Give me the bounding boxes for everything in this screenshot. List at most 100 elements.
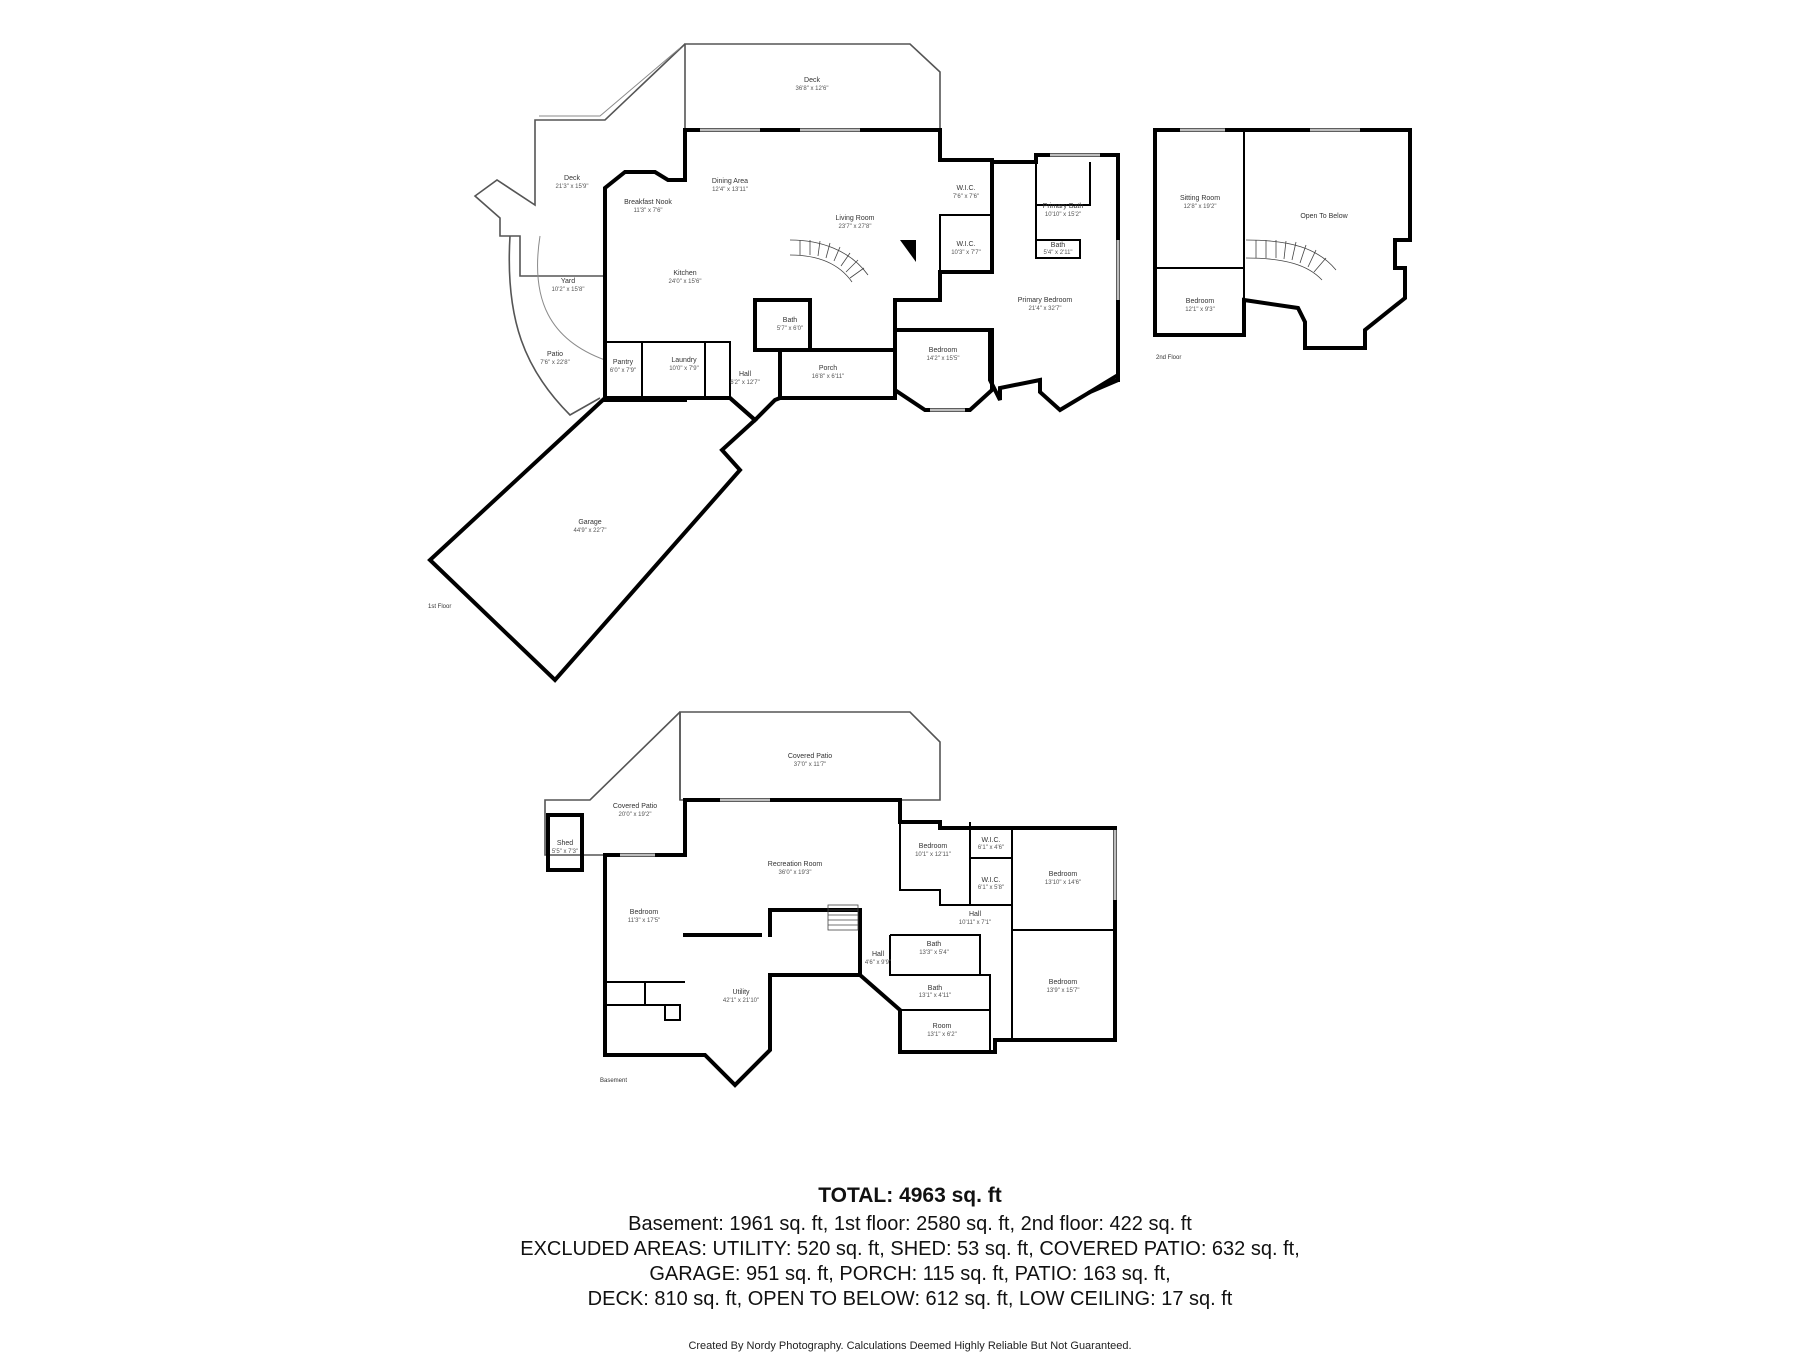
deck-rail [539, 47, 681, 117]
room-label: Porch [819, 365, 837, 372]
room-dim: 42'1" x 21'10" [723, 998, 759, 1004]
fireplace-icon [900, 240, 916, 262]
room-label: Room [933, 1023, 952, 1030]
bedroom-octagon-wall [893, 328, 994, 412]
stair-icon [1245, 239, 1337, 281]
room-dim: 14'2" x 15'5" [927, 356, 960, 362]
room-dim: 37'0" x 11'7" [794, 762, 826, 768]
room-label: Laundry [671, 357, 697, 364]
room-label: Bath [928, 985, 943, 992]
room-label: Bedroom [919, 843, 948, 850]
room-label: Primary Bath [1043, 203, 1084, 210]
room-dim: 13'10" x 14'6" [1045, 880, 1081, 886]
wic-wall [970, 827, 1013, 906]
porch-wall [778, 348, 897, 400]
room-dim: 10'3" x 7'7" [951, 250, 981, 256]
room-dim: 12'1" x 9'3" [1185, 307, 1215, 313]
room-dim: 7'6" x 7'6" [953, 194, 979, 200]
room-dim: 12'4" x 13'11" [712, 187, 748, 193]
room-label: Kitchen [673, 270, 696, 277]
excluded-areas-3: DECK: 810 sq. ft, OPEN TO BELOW: 612 sq.… [587, 1288, 1233, 1310]
room-dim: 23'7" x 27'8" [839, 224, 872, 230]
second-floor-exterior-wall [1153, 128, 1412, 350]
room-dim: 21'3" x 15'9" [556, 184, 589, 190]
room-label: Bath [927, 941, 942, 948]
room-label: Shed [557, 840, 573, 847]
room-label: Covered Patio [613, 803, 657, 810]
room-dim: 5'5" x 7'3" [552, 849, 578, 855]
floor-label-second: 2nd Floor [1156, 355, 1181, 361]
room-dim: 6'1" x 5'8" [978, 885, 1004, 891]
first-floor: Deck 36'8" x 12'6" Deck 21'3" x 15'9" Di… [427, 43, 1120, 683]
stair-icon [789, 239, 869, 283]
room-label: Living Room [836, 215, 875, 222]
first-floor-exterior-wall [683, 128, 1120, 413]
room-dim: 6'2" x 12'7" [730, 380, 760, 386]
floor-label-basement: Basement [600, 1078, 627, 1084]
first-floor-labels: Deck 36'8" x 12'6" Deck 21'3" x 15'9" Di… [540, 77, 1083, 534]
deck-outline-upper [684, 43, 941, 131]
room-dim: 13'1" x 6'2" [927, 1032, 957, 1038]
excluded-areas-1: EXCLUDED AREAS: UTILITY: 520 sq. ft, SHE… [520, 1238, 1300, 1260]
kitchen-west-wall [603, 128, 687, 402]
room-dim: 10'2" x 15'8" [552, 287, 585, 293]
bath-small-wall [1035, 205, 1081, 259]
yard-outline [537, 235, 606, 361]
credit-line: Created By Nordy Photography. Calculatio… [688, 1340, 1132, 1352]
room-label: Deck [804, 77, 820, 84]
room-label: Garage [578, 519, 601, 526]
room-label: Sitting Room [1180, 195, 1220, 202]
floor-plan: Deck 36'8" x 12'6" Deck 21'3" x 15'9" Di… [427, 43, 1412, 1088]
room-dim: 10'11" x 7'1" [959, 920, 991, 926]
rec-step-wall [768, 908, 862, 937]
room-label: Bath [1051, 242, 1066, 249]
room-dim: 13'1" x 4'11" [919, 993, 951, 999]
room-label: Recreation Room [768, 861, 823, 868]
room-label: Hall [969, 911, 982, 918]
room-label: Bedroom [1049, 979, 1078, 986]
room-dim: 13'9" x 15'7" [1047, 988, 1080, 994]
room-label: Bedroom [630, 909, 659, 916]
room-dim: 13'3" x 5'4" [919, 950, 949, 956]
primary-bath-wall [1035, 162, 1091, 206]
room-dim: 6'1" x 4'6" [978, 845, 1004, 851]
floor-label-first: 1st Floor [428, 604, 451, 610]
excluded-areas-2: GARAGE: 951 sq. ft, PORCH: 115 sq. ft, P… [649, 1263, 1171, 1285]
floor-areas: Basement: 1961 sq. ft, 1st floor: 2580 s… [628, 1213, 1192, 1235]
room-label: Primary Bedroom [1018, 297, 1073, 304]
room-dim: 11'3" x 17'5" [628, 918, 660, 924]
garage-wall [427, 396, 758, 683]
room-dim: 16'8" x 6'11" [812, 374, 844, 380]
total-area: TOTAL: 4963 sq. ft [818, 1184, 1002, 1207]
bath1-wall [753, 298, 812, 352]
patio-outline [508, 235, 601, 416]
room-label: Bedroom [1049, 871, 1078, 878]
room-label: Deck [564, 175, 580, 182]
second-floor-labels: Sitting Room 12'8" x 19'2" Open To Below… [1180, 195, 1349, 313]
room-label: Bedroom [1186, 298, 1215, 305]
room-label: Yard [561, 278, 575, 285]
room-dim: 5'7" x 6'0" [777, 326, 803, 332]
room-label: Hall [739, 371, 752, 378]
room-label: W.I.C. [981, 837, 1000, 844]
second-floor: Sitting Room 12'8" x 19'2" Open To Below… [1153, 128, 1412, 361]
room-dim: 36'8" x 12'6" [796, 86, 829, 92]
room-dim: 12'8" x 19'2" [1184, 204, 1217, 210]
covered-patio-upper [679, 711, 941, 801]
room-label: W.I.C. [956, 185, 975, 192]
wic-walls [939, 214, 992, 272]
deck-outline-left [473, 43, 686, 277]
hall-wall [727, 395, 783, 423]
room-dim: 5'4" x 2'11" [1043, 250, 1072, 256]
room-dim: 10'10" x 15'2" [1045, 212, 1081, 218]
room-dim: 10'0" x 7'9" [669, 366, 699, 372]
room-dim: 7'6" x 22'8" [540, 360, 570, 366]
room-dim: 24'0" x 15'6" [669, 279, 702, 285]
covered-patio-left [544, 711, 681, 856]
room-label: Patio [547, 351, 563, 358]
room-label: Covered Patio [788, 753, 832, 760]
room-label: Bath [783, 317, 798, 324]
room-label: Pantry [613, 359, 634, 366]
utility-closet-wall [605, 1004, 681, 1021]
room-label: Hall [872, 951, 885, 958]
